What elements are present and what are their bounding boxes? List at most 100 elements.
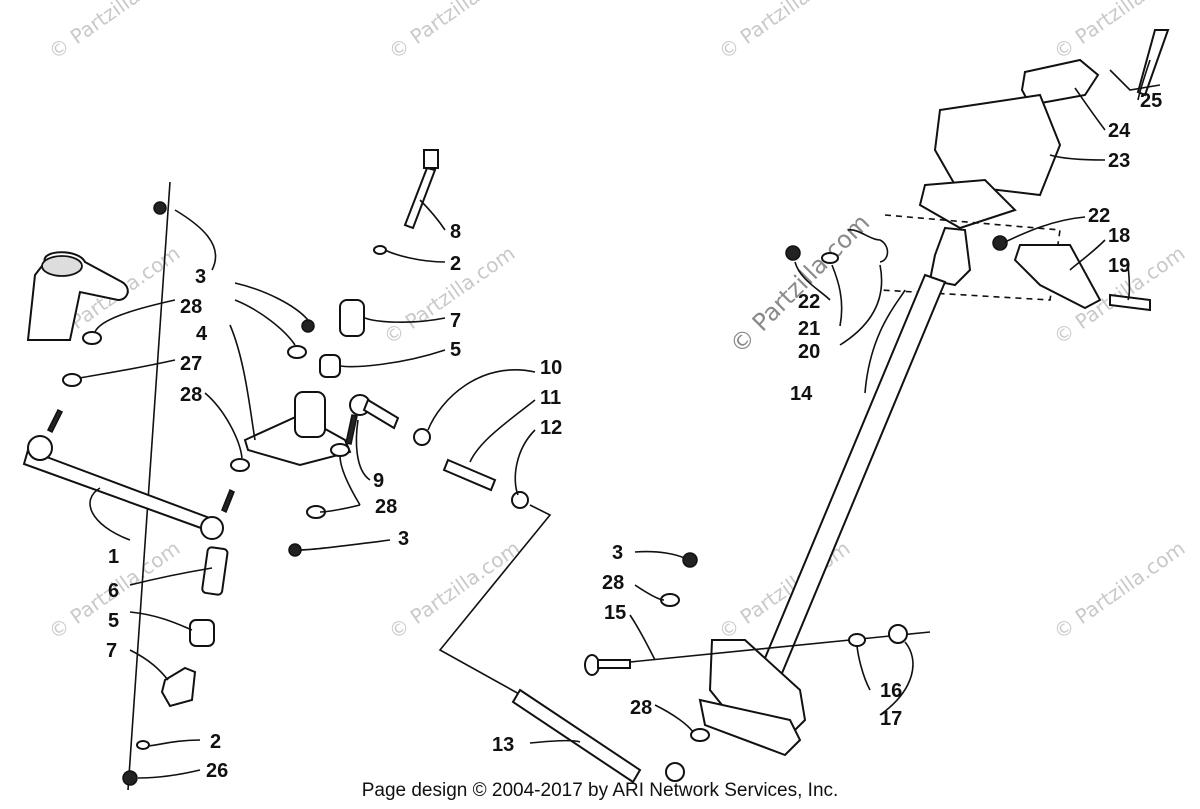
callout-1: 1 (108, 546, 119, 568)
washer-27 (62, 373, 82, 387)
tie-rod-end-right (200, 516, 224, 540)
washer-28-lower-a (330, 443, 350, 457)
bolt-19 (1109, 293, 1151, 312)
callout-23: 23 (1108, 150, 1130, 172)
bushing-7-upper (339, 299, 365, 337)
watermark: © Partzilla.com (384, 536, 524, 644)
adjuster-group (413, 428, 685, 784)
nut-22-right (992, 235, 1008, 251)
spacer-5-lower (189, 619, 215, 647)
bolt-8-head (423, 149, 439, 169)
tie-rod-end-left (27, 435, 53, 461)
handlebar-block-23 (933, 93, 1062, 197)
bolt-25-guide (1109, 69, 1161, 91)
washer-16 (848, 633, 866, 647)
nut-22-left (785, 245, 801, 261)
callout-7: 7 (106, 640, 117, 662)
tie-rod-stud-right (221, 488, 235, 514)
callout-28: 28 (630, 697, 652, 719)
callout-21: 21 (798, 318, 820, 340)
watermark: © Partzilla.com (384, 0, 524, 64)
tie-rod (22, 448, 217, 534)
callout-26: 26 (206, 760, 228, 782)
washer-28-mid (230, 458, 250, 472)
callout-28: 28 (602, 572, 624, 594)
callout-22: 22 (1088, 205, 1110, 227)
nut-top-left (153, 201, 167, 215)
washer-28-bottom (690, 728, 710, 742)
callout-9: 9 (373, 470, 384, 492)
callout-3: 3 (195, 266, 206, 288)
nut-3-right (682, 552, 698, 568)
callout-12: 12 (540, 417, 562, 439)
callout-14: 14 (790, 383, 813, 405)
tie-rod-end-9-shank (362, 398, 400, 430)
callout-16: 16 (880, 680, 902, 702)
bolt-15-head (584, 654, 600, 676)
right-assembly (584, 29, 1170, 757)
spacer-6 (201, 546, 229, 596)
nut-3-lower (288, 543, 302, 557)
copyright-footer: Page design © 2004-2017 by ARI Network S… (361, 780, 839, 801)
adjuster-11 (442, 458, 497, 492)
drag-link-end (665, 762, 685, 782)
watermark: © Partzilla.com (1049, 536, 1189, 644)
nut-26 (122, 770, 138, 786)
watermark: © Partzilla.com (44, 0, 184, 64)
callout-28: 28 (180, 296, 202, 318)
callout-25: 25 (1140, 90, 1162, 112)
nut-17 (888, 624, 908, 644)
callout-8: 8 (450, 221, 461, 243)
callout-28: 28 (180, 384, 202, 406)
callout-2: 2 (210, 731, 221, 753)
callout-11: 11 (540, 387, 561, 409)
callout-10: 10 (540, 357, 562, 379)
callout-20: 20 (798, 341, 820, 363)
callout-5: 5 (450, 339, 461, 361)
bracket-18 (1013, 244, 1102, 310)
drag-link-13 (511, 688, 642, 784)
callouts: 1 2 2 3 3 3 4 5 5 6 7 7 8 9 10 11 12 13 … (106, 90, 1162, 782)
callout-17: 17 (880, 708, 902, 730)
steering-arm-boss (41, 255, 83, 277)
callout-3: 3 (398, 528, 409, 550)
spacer-5-upper (319, 354, 341, 378)
washer-21 (821, 252, 839, 264)
callout-19: 19 (1108, 255, 1130, 277)
clip-20 (847, 229, 889, 263)
clip-2-lower (136, 740, 150, 750)
callout-5: 5 (108, 610, 119, 632)
callout-22: 22 (798, 291, 820, 313)
bolt-15-shank (597, 659, 631, 669)
callout-18: 18 (1108, 225, 1130, 247)
callout-2: 2 (450, 253, 461, 275)
leader-lines (79, 59, 1151, 779)
lower-bracket-plate (698, 698, 802, 757)
callout-4: 4 (196, 323, 208, 345)
mount-plate (918, 178, 1017, 230)
callout-28: 28 (375, 496, 397, 518)
left-assembly (22, 149, 439, 791)
idler-bushing (294, 391, 326, 438)
bolt-8-shank (403, 166, 437, 230)
washer-28-upper (287, 345, 307, 359)
tie-rod-stud-left (46, 408, 64, 434)
callout-13: 13 (492, 734, 514, 756)
drag-link-leader (438, 504, 552, 701)
jam-nut-10 (413, 428, 431, 446)
bolt-25 (1136, 29, 1170, 97)
callout-6: 6 (108, 580, 119, 602)
bushing-7-lower (160, 666, 197, 708)
callout-3: 3 (612, 542, 623, 564)
washer-28-left (82, 331, 102, 345)
callout-24: 24 (1108, 120, 1131, 142)
clip-2-upper (373, 245, 387, 255)
column-head (928, 226, 972, 287)
callout-15: 15 (604, 602, 626, 624)
callout-27: 27 (180, 353, 202, 375)
callout-7: 7 (450, 310, 461, 332)
nut-3-upper (301, 319, 315, 333)
tie-rod-end-9-stud (345, 414, 358, 445)
watermark: © Partzilla.com (714, 0, 854, 64)
